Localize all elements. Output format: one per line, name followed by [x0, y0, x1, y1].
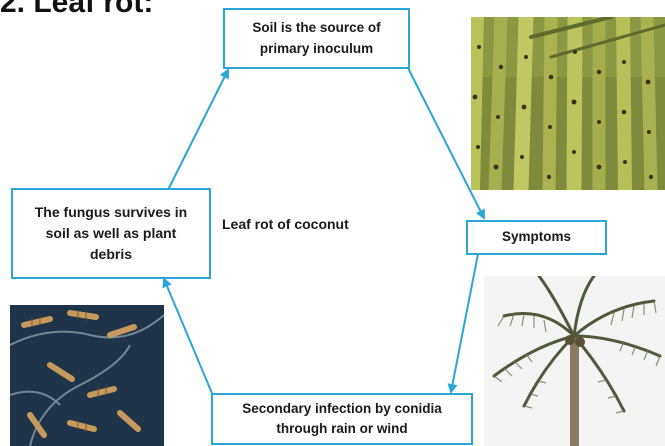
node-soil-source-label: Soil is the source of primary inoculum	[252, 18, 380, 59]
arrow-soil-to-symptoms	[408, 68, 484, 218]
node-fungus-survives: The fungus survives in soil as well as p…	[11, 188, 211, 279]
arrow-fungus-to-soil	[168, 70, 228, 190]
arrow-secondary-to-fungus	[164, 279, 214, 398]
node-secondary-infection: Secondary infection by conidia through r…	[211, 393, 473, 445]
node-fungus-survives-label: The fungus survives in soil as well as p…	[35, 202, 187, 265]
arrow-symptoms-to-secondary	[451, 254, 478, 392]
node-soil-source: Soil is the source of primary inoculum	[223, 8, 410, 69]
node-symptoms: Symptoms	[466, 220, 607, 255]
node-symptoms-label: Symptoms	[502, 227, 571, 247]
center-label: Leaf rot of coconut	[222, 216, 412, 232]
node-secondary-infection-label: Secondary infection by conidia through r…	[242, 399, 442, 440]
